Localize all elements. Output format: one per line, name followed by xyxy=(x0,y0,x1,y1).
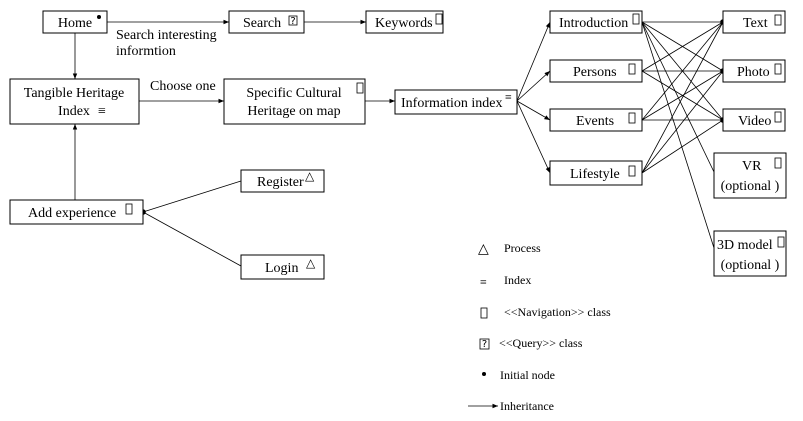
edges xyxy=(72,19,726,267)
node-home[interactable]: Home xyxy=(42,10,108,34)
legend-index-label: Index xyxy=(504,273,531,287)
navigation-class-icon xyxy=(628,63,636,75)
search-edge-label-line1: Search interesting xyxy=(116,28,217,43)
node-photo[interactable]: Photo xyxy=(722,59,786,83)
video-label: Video xyxy=(738,114,771,129)
tangible-label-line1: Tangible Heritage xyxy=(24,86,124,101)
events-label: Events xyxy=(576,114,614,129)
navigation-class-icon xyxy=(628,112,636,124)
model-label-line2: (optional ) xyxy=(721,258,780,273)
legend-index: ≡ Index xyxy=(480,273,531,289)
vr-label-line1: VR xyxy=(742,159,762,174)
register-label: Register xyxy=(257,175,304,190)
add-experience-label: Add experience xyxy=(28,206,116,221)
node-login[interactable]: Login △ xyxy=(240,254,325,280)
persons-label: Persons xyxy=(573,65,617,80)
navigation-class-icon xyxy=(356,82,364,94)
model-label-line1: 3D model xyxy=(717,238,773,253)
navigation-class-icon xyxy=(480,307,488,319)
index-icon: ≡ xyxy=(480,275,487,289)
choose-edge-label: Choose one xyxy=(150,79,216,94)
node-information-index[interactable]: Information index ≡ xyxy=(394,89,518,115)
query-class-icon-mark: ? xyxy=(290,16,295,27)
text-label: Text xyxy=(743,16,768,31)
navigation-class-icon xyxy=(774,111,782,123)
index-icon: ≡ xyxy=(505,90,512,104)
edge-info-events xyxy=(516,100,551,121)
tangible-label-line2: Index xyxy=(58,104,90,119)
navigation-class-icon xyxy=(774,63,782,75)
legend-process: △ Process xyxy=(478,241,541,257)
legend-navigation: <<Navigation>> class xyxy=(480,305,611,319)
node-video[interactable]: Video xyxy=(722,108,786,132)
search-label: Search xyxy=(243,16,281,31)
node-add-experience[interactable]: Add experience xyxy=(9,199,144,225)
legend-query: ? <<Query>> class xyxy=(479,336,583,350)
node-search[interactable]: Search ? xyxy=(228,10,305,34)
node-events[interactable]: Events xyxy=(549,108,643,132)
home-label: Home xyxy=(58,16,92,31)
initial-node-icon xyxy=(97,15,101,19)
node-tangible-heritage-index[interactable]: Tangible Heritage Index ≡ xyxy=(9,78,140,125)
search-edge-label-line2: informtion xyxy=(116,44,176,59)
node-register[interactable]: Register △ xyxy=(240,169,325,193)
legend-process-label: Process xyxy=(504,241,541,255)
edge-login-addexp xyxy=(142,211,242,267)
navigation-class-icon xyxy=(435,13,443,25)
media-mesh xyxy=(641,19,726,249)
keywords-label: Keywords xyxy=(375,16,433,31)
navigation-class-icon xyxy=(632,13,640,25)
node-specific-cultural-heritage[interactable]: Specific Cultural Heritage on map xyxy=(223,78,366,125)
process-icon: △ xyxy=(305,169,315,183)
edge-register-addexp xyxy=(142,180,242,213)
specific-label-line2: Heritage on map xyxy=(247,104,340,119)
edge-info-persons xyxy=(516,70,551,102)
query-class-icon-mark: ? xyxy=(482,339,487,350)
node-lifestyle[interactable]: Lifestyle xyxy=(549,160,643,186)
legend-inheritance-label: Inheritance xyxy=(500,399,554,413)
query-class-icon xyxy=(479,338,490,350)
information-label: Information index xyxy=(401,96,502,111)
navigation-class-icon xyxy=(774,157,782,169)
legend-navigation-label: <<Navigation>> class xyxy=(504,305,611,319)
navigation-class-icon xyxy=(777,236,785,248)
introduction-label: Introduction xyxy=(559,16,628,31)
edge-info-lifestyle xyxy=(516,100,551,174)
legend-initial: Initial node xyxy=(482,368,555,382)
process-icon: △ xyxy=(478,242,489,257)
navigation-class-icon xyxy=(125,203,133,215)
initial-node-icon xyxy=(482,372,486,376)
lifestyle-label: Lifestyle xyxy=(570,167,620,182)
navigation-class-icon xyxy=(774,14,782,26)
node-vr[interactable]: VR (optional ) xyxy=(713,152,787,199)
legend-query-label: <<Query>> class xyxy=(499,336,583,350)
index-icon: ≡ xyxy=(98,104,106,119)
legend-inheritance: Inheritance xyxy=(468,399,554,413)
node-persons[interactable]: Persons xyxy=(549,59,643,83)
node-keywords[interactable]: Keywords xyxy=(365,10,444,34)
vr-label-line2: (optional ) xyxy=(721,179,780,194)
process-icon: △ xyxy=(306,256,316,270)
node-text[interactable]: Text xyxy=(722,10,786,34)
navigation-class-icon xyxy=(628,165,636,177)
login-label: Login xyxy=(265,261,298,276)
edge-info-introduction xyxy=(516,21,551,102)
legend-initial-label: Initial node xyxy=(500,368,555,382)
node-3d-model[interactable]: 3D model (optional ) xyxy=(713,230,787,277)
legend: △ Process ≡ Index <<Navigation>> class ?… xyxy=(468,241,611,413)
query-class-icon xyxy=(288,15,298,26)
photo-label: Photo xyxy=(737,65,770,80)
node-introduction[interactable]: Introduction xyxy=(549,10,643,34)
specific-label-line1: Specific Cultural xyxy=(246,86,341,101)
